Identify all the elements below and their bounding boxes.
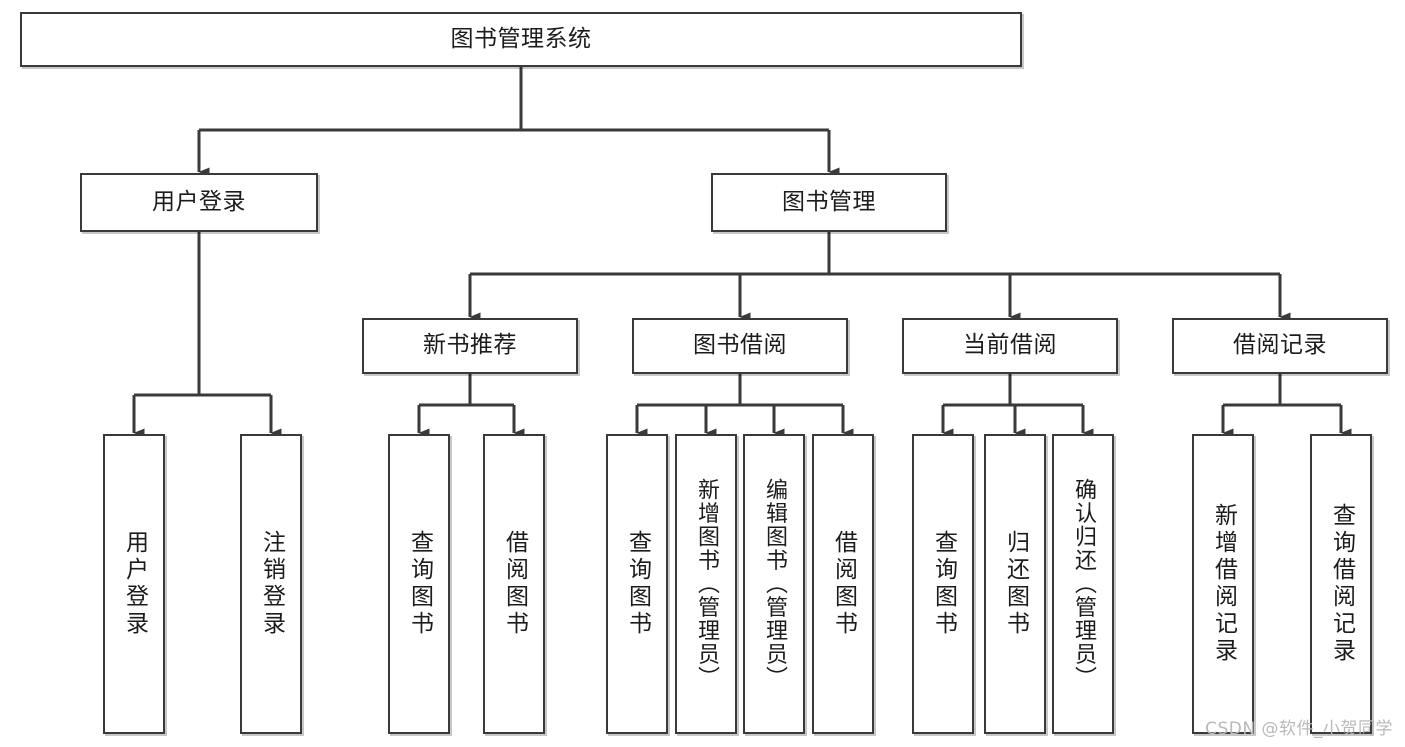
node-label: 查询图书 — [930, 530, 957, 638]
node-label: 借阅图书 — [830, 530, 857, 638]
node-label: 查询图书 — [406, 530, 433, 638]
node-label: 借阅记录 — [1233, 332, 1327, 359]
node-label: 新增图书（管理员） — [694, 478, 719, 690]
node-label: 新增借阅记录 — [1210, 503, 1237, 665]
node-leaf_return_book[interactable]: 归还图书 — [984, 434, 1046, 734]
node-leaf_user_login[interactable]: 用户登录 — [103, 434, 165, 734]
node-label: 借阅图书 — [501, 530, 528, 638]
node-leaf_borrow_book_new[interactable]: 借阅图书 — [483, 434, 545, 734]
node-leaf_add_record[interactable]: 新增借阅记录 — [1192, 434, 1254, 734]
node-new_book_rec[interactable]: 新书推荐 — [362, 318, 578, 374]
node-leaf_user_logout[interactable]: 注销登录 — [240, 434, 302, 734]
node-leaf_add_book[interactable]: 新增图书（管理员） — [675, 434, 737, 734]
node-book_borrow[interactable]: 图书借阅 — [632, 318, 848, 374]
node-label: 用户登录 — [152, 188, 246, 215]
node-label: 图书管理系统 — [450, 25, 592, 52]
node-leaf_query_book_br[interactable]: 查询图书 — [606, 434, 668, 734]
node-leaf_query_book_cur[interactable]: 查询图书 — [912, 434, 974, 734]
node-leaf_edit_book[interactable]: 编辑图书（管理员） — [743, 434, 805, 734]
node-leaf_borrow_book_br[interactable]: 借阅图书 — [812, 434, 874, 734]
node-label: 查询图书 — [624, 530, 651, 638]
node-label: 图书管理 — [782, 188, 876, 215]
node-leaf_query_book_new[interactable]: 查询图书 — [388, 434, 450, 734]
node-label: 归还图书 — [1002, 530, 1029, 638]
watermark-text: CSDN @软件_小贺同学 — [1205, 719, 1393, 739]
node-label: 当前借阅 — [963, 332, 1057, 359]
node-label: 注销登录 — [258, 530, 285, 638]
node-root[interactable]: 图书管理系统 — [20, 12, 1022, 67]
node-label: 图书借阅 — [693, 332, 787, 359]
node-leaf_query_record[interactable]: 查询借阅记录 — [1310, 434, 1372, 734]
node-label: 用户登录 — [121, 530, 148, 638]
node-label: 确认归还（管理员） — [1071, 478, 1096, 690]
node-current_borrow[interactable]: 当前借阅 — [902, 318, 1118, 374]
connector-lines — [132, 67, 1352, 438]
node-label: 新书推荐 — [423, 332, 517, 359]
node-leaf_confirm_return[interactable]: 确认归还（管理员） — [1052, 434, 1114, 734]
node-label: 编辑图书（管理员） — [762, 478, 787, 690]
node-label: 查询借阅记录 — [1328, 503, 1355, 665]
node-book_manage[interactable]: 图书管理 — [711, 173, 947, 232]
node-user_login[interactable]: 用户登录 — [80, 173, 318, 232]
node-borrow_record[interactable]: 借阅记录 — [1172, 318, 1388, 374]
